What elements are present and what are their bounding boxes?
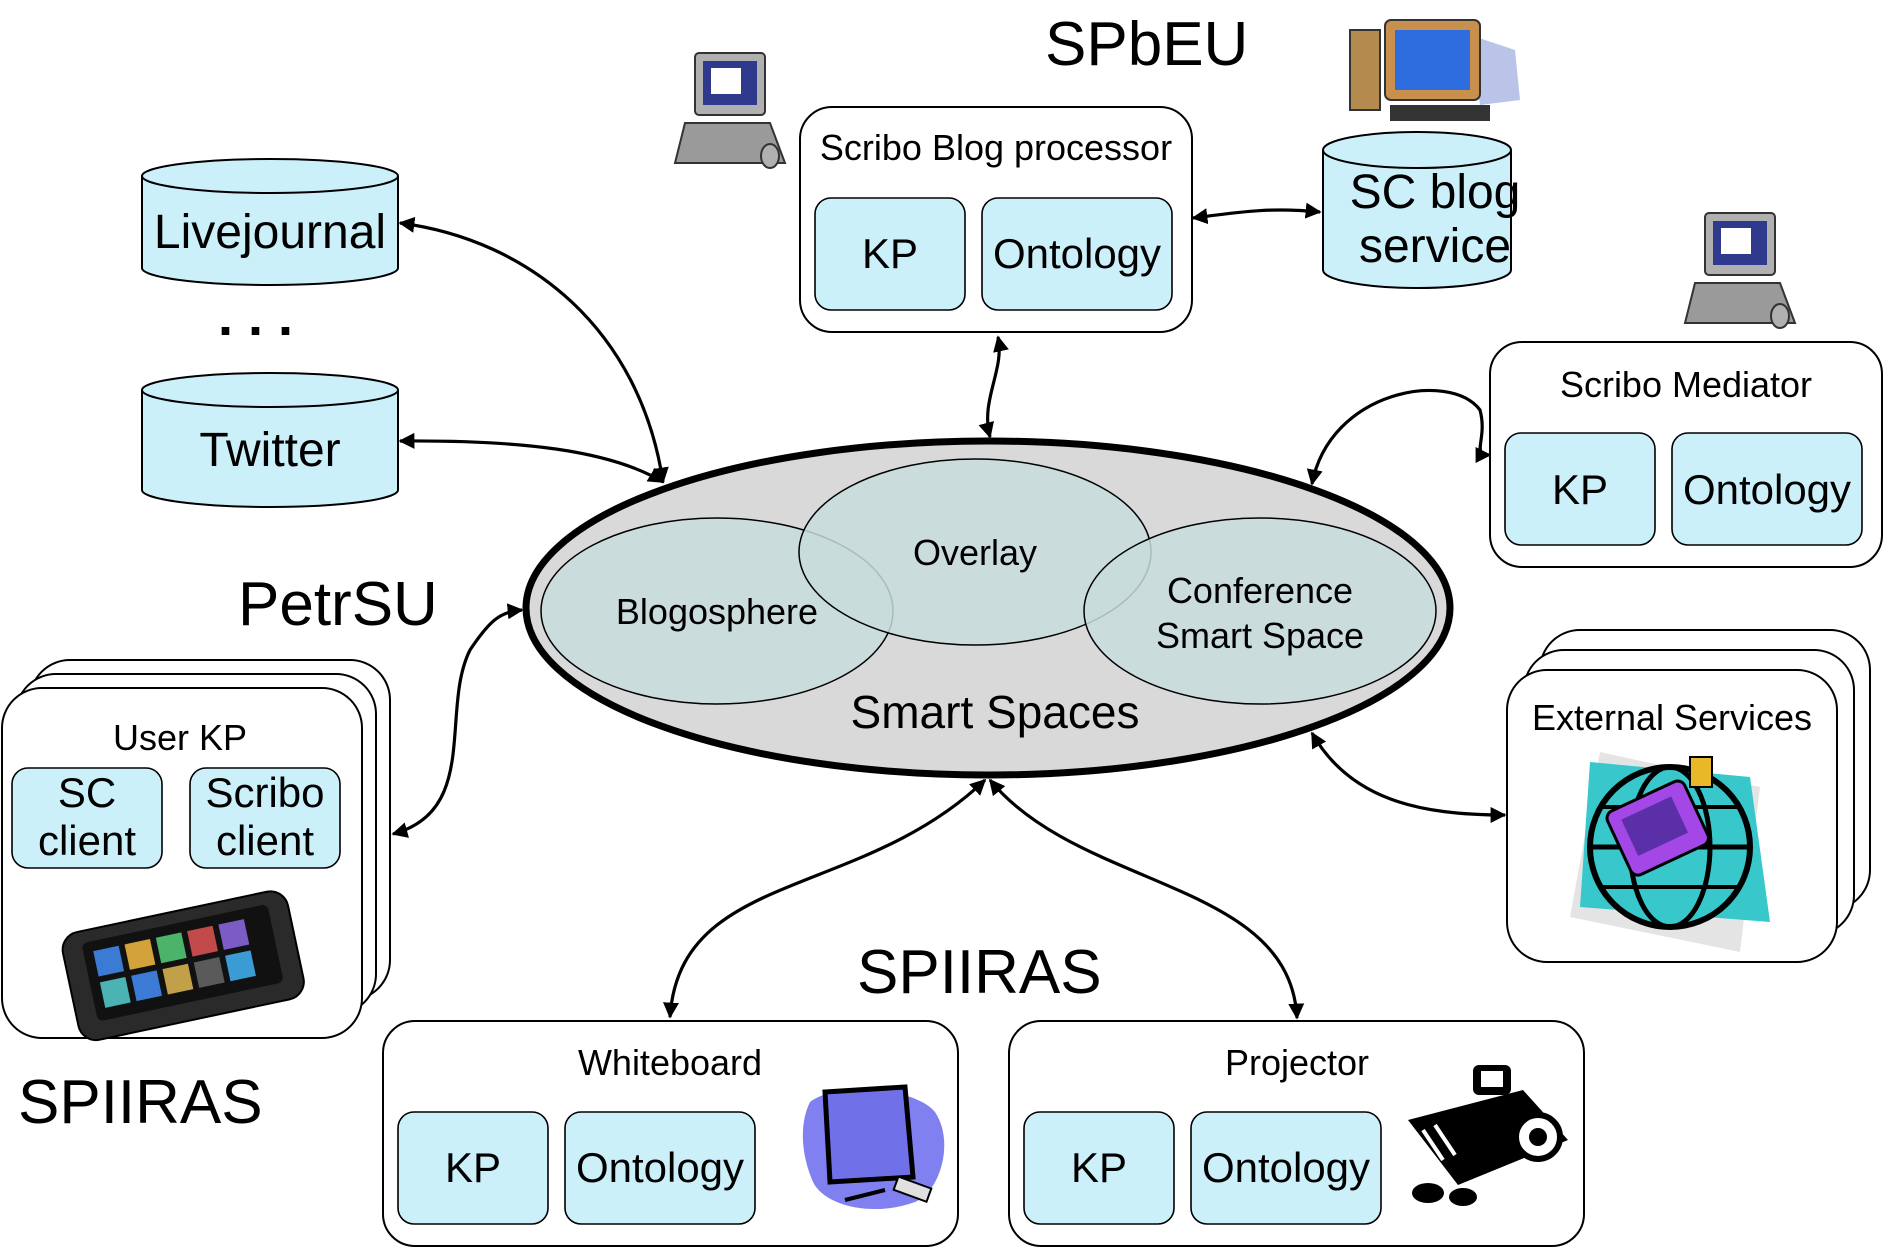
whiteboard-box: Whiteboard KP Ontology [382,1020,959,1247]
connector-mediator [1306,389,1492,486]
projector-title: Projector [1225,1042,1369,1083]
connector-user-kp [391,603,524,838]
conference-label-2: Smart Space [1156,615,1364,656]
blog-processor-title: Scribo Blog processor [820,127,1172,168]
whiteboard-kp [397,1111,549,1225]
connector-sc-blog-service [1191,202,1322,225]
connector-whiteboard [663,778,987,1019]
blog-processor-ontology [981,197,1173,311]
blog-processor-ontology-label: Ontology [993,230,1161,277]
connectors [391,202,1507,1020]
whiteboard-ontology [564,1111,756,1225]
mediator-box: Scribo Mediator KP Ontology [1489,341,1883,568]
connector-livejournal [398,216,669,484]
external-services-title: External Services [1532,697,1812,738]
sc-blog-service-label-1: SC blog [1350,166,1521,219]
smart-spaces: Blogosphere Overlay Conference Smart Spa… [522,437,1454,779]
smart-spaces-label: Smart Spaces [851,686,1140,738]
mediator-ontology-label: Ontology [1683,466,1851,513]
sc-client-label-2: client [38,817,136,864]
scribo-client-box [189,767,341,869]
blogosphere-label: Blogosphere [616,591,818,632]
computer-icon [673,52,787,169]
whiteboard-kp-label: KP [445,1144,501,1191]
overlay-label: Overlay [913,532,1037,573]
mobile-device-icon [61,890,305,1042]
spbeu-label: SPbEU [1045,10,1248,79]
twitter-database: Twitter [141,372,399,508]
petrsu-label: PetrSU [238,570,438,639]
whiteboard-icon [802,1084,945,1210]
conference-label-1: Conference [1167,570,1353,611]
sc-blog-service-label-2: service [1359,220,1511,273]
livejournal-database: Livejournal [141,158,399,286]
connector-twitter [398,432,665,484]
sc-blog-service-database: SC blog service [1322,131,1521,289]
twitter-label: Twitter [199,424,340,477]
sc-client-label-1: SC [58,769,116,816]
projector-icon [1408,1065,1568,1206]
whiteboard-title: Whiteboard [578,1042,762,1083]
connector-blog-processor [978,335,1009,439]
globe-icon [1570,752,1770,952]
blog-processor-kp [814,197,966,311]
projector-kp-label: KP [1071,1144,1127,1191]
connector-projector [988,778,1305,1020]
connector-external-services [1310,731,1507,823]
blog-processor-box: Scribo Blog processor KP Ontology [799,106,1193,333]
projector-box: Projector KP Ontology [1008,1020,1585,1247]
projector-ontology [1190,1111,1382,1225]
computer-icon [1683,212,1797,329]
ellipsis-label: . . . [218,287,293,347]
user-kp-stack: User KP SC client Scribo client [1,659,391,1042]
livejournal-label: Livejournal [154,206,386,259]
conference-space [1083,517,1437,705]
whiteboard-ontology-label: Ontology [576,1144,744,1191]
projector-kp [1023,1111,1175,1225]
scribo-client-label-1: Scribo [205,769,324,816]
desktop-computer-icon [1349,19,1520,121]
sc-client-box [11,767,163,869]
blog-processor-kp-label: KP [862,230,918,277]
external-services-stack: External Services [1506,629,1871,963]
mediator-title: Scribo Mediator [1560,364,1812,405]
user-kp-title: User KP [113,717,247,758]
spiiras-left-label: SPIIRAS [18,1068,263,1137]
mediator-kp-label: KP [1552,466,1608,513]
mediator-ontology [1671,432,1863,546]
spiiras-bottom-label: SPIIRAS [857,938,1102,1007]
mediator-kp [1504,432,1656,546]
scribo-client-label-2: client [216,817,314,864]
projector-ontology-label: Ontology [1202,1144,1370,1191]
